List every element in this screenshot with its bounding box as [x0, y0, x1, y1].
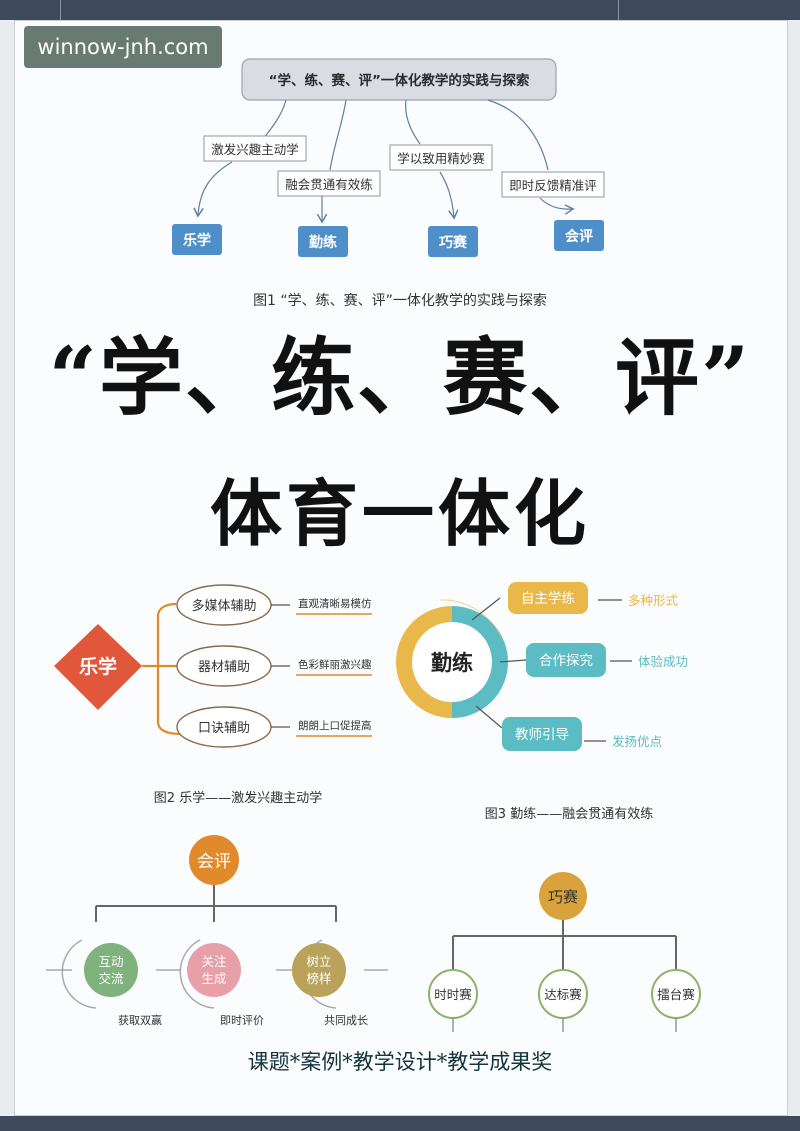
fig1-edge-box — [501, 171, 605, 198]
fig3-ring-left — [396, 606, 453, 718]
fig4-item-circle — [84, 943, 138, 997]
fig3-connector — [471, 597, 501, 621]
top-bar-divider — [60, 0, 61, 20]
fig2-center-label: 乐学 — [79, 655, 117, 678]
fig3-center-circle — [414, 624, 490, 700]
watermark-badge: winnow-jnh.com — [24, 26, 222, 68]
fig3-note: 多种形式 — [628, 593, 679, 608]
figure-4: 会评 互动 交流 关注 生成 树立 榜样 获取双赢 即时评价 共同成长 — [46, 835, 388, 1027]
fig5-item-label: 擂台赛 — [657, 987, 695, 1002]
fig1-leaf-box — [172, 224, 222, 255]
fig1-arrow-4 — [539, 197, 572, 209]
fig3-connector — [475, 705, 503, 729]
fig1-edge-label: 融会贯通有效练 — [285, 177, 373, 192]
fig3-note: 发扬优点 — [612, 734, 662, 749]
fig4-item-line1: 关注 — [201, 954, 227, 969]
figure-2: 乐学 多媒体辅助 器材辅助 口诀辅助 直观清晰易模仿 色彩鲜丽激兴趣 朗朗上口促… — [54, 584, 372, 806]
fig1-root-text: “学、练、赛、评”一体化教学的实践与探索 — [269, 72, 530, 89]
fig5-root-label: 巧赛 — [548, 888, 578, 906]
fig3-item-label: 合作探究 — [539, 653, 593, 669]
figure-1: “学、练、赛、评”一体化教学的实践与探索 激发兴趣主动学 融会贯通有效练 学以致… — [172, 58, 605, 309]
fig1-edge-label: 学以致用精妙赛 — [397, 151, 485, 166]
fig1-arrow-1 — [198, 161, 233, 215]
footer-text: 课题*案例*教学设计*教学成果奖 — [247, 1050, 553, 1074]
fig3-note: 体验成功 — [638, 654, 688, 669]
fig5-root-circle — [539, 872, 587, 920]
top-bar — [0, 0, 800, 20]
fig1-edge-box — [389, 144, 493, 171]
fig4-note: 获取双赢 — [118, 1013, 162, 1027]
fig1-caption: 图1 “学、练、赛、评”一体化教学的实践与探索 — [253, 292, 547, 309]
fig1-connector — [405, 99, 421, 145]
fig2-note: 色彩鲜丽激兴趣 — [298, 658, 372, 671]
fig3-arc — [439, 599, 503, 641]
fig3-center-label: 勤练 — [431, 651, 473, 675]
bottom-bar — [0, 1116, 800, 1131]
fig1-leaf-label: 勤练 — [309, 234, 337, 251]
fig1-leaf-box — [428, 226, 478, 257]
fig4-root-circle — [189, 835, 239, 885]
main-title-line-1: “学、练、赛、评” — [48, 328, 752, 427]
fig2-bracket — [142, 602, 183, 736]
fig3-item-box — [502, 717, 582, 751]
fig1-edge-box — [277, 170, 381, 197]
fig2-center-diamond — [54, 624, 142, 710]
fig3-connector — [499, 659, 527, 663]
fig4-note: 共同成长 — [324, 1014, 368, 1027]
fig3-item-box — [508, 582, 588, 614]
fig1-leaf-label: 乐学 — [183, 232, 211, 249]
fig1-root-box — [241, 58, 557, 101]
fig2-caption: 图2 乐学——激发兴趣主动学 — [154, 790, 322, 806]
fig1-leaf-box — [298, 226, 348, 257]
fig1-arrow-3 — [439, 171, 454, 217]
fig2-note: 直观清晰易模仿 — [298, 597, 372, 610]
fig4-item-line2: 交流 — [98, 971, 124, 986]
figure-3: 勤练 自主学练 合作探究 教师引导 多种形式 体验成功 发扬优点 图3 勤练——… — [396, 582, 688, 822]
fig1-edge-label: 激发兴趣主动学 — [211, 142, 299, 157]
fig1-connector — [487, 99, 549, 171]
fig4-item-line2: 榜样 — [306, 971, 331, 986]
fig3-item-label: 教师引导 — [515, 727, 569, 743]
fig1-leaf-label: 会评 — [565, 228, 593, 245]
fig4-item-line2: 生成 — [201, 971, 226, 986]
fig2-note: 朗朗上口促提高 — [298, 719, 372, 732]
fig4-root-label: 会评 — [197, 852, 231, 872]
fig1-edge-label: 即时反馈精准评 — [509, 178, 597, 193]
figure-5: 巧赛 时时赛 达标赛 擂台赛 — [428, 872, 701, 1032]
document-page — [14, 20, 788, 1116]
fig4-arc — [179, 939, 215, 1009]
main-title-line-2: 体育一体化 — [209, 471, 590, 556]
fig2-item-label: 多媒体辅助 — [191, 598, 256, 614]
fig4-note: 即时评价 — [220, 1014, 264, 1027]
top-bar-divider — [618, 0, 619, 20]
fig2-item-label: 口诀辅助 — [198, 721, 250, 736]
fig1-connector — [261, 99, 287, 141]
fig5-item-label: 达标赛 — [544, 987, 582, 1002]
fig4-item-circle — [187, 943, 241, 997]
fig1-edge-box — [203, 135, 307, 162]
fig5-item-label: 时时赛 — [434, 987, 472, 1002]
fig4-item-circle — [292, 943, 346, 997]
fig4-tree-lines — [95, 885, 337, 922]
fig3-item-box — [526, 643, 606, 677]
fig4-item-line1: 互动 — [98, 954, 123, 969]
fig1-leaf-label: 巧赛 — [439, 234, 468, 251]
fig1-leaf-box — [554, 220, 604, 251]
fig1-connector — [329, 99, 347, 171]
fig4-arc — [61, 939, 97, 1009]
fig2-item-label: 器材辅助 — [198, 660, 250, 675]
fig5-tree-lines — [452, 920, 677, 970]
fig3-item-label: 自主学练 — [521, 591, 575, 607]
fig3-caption: 图3 勤练——融会贯通有效练 — [485, 807, 653, 822]
fig4-item-line1: 树立 — [306, 954, 331, 969]
